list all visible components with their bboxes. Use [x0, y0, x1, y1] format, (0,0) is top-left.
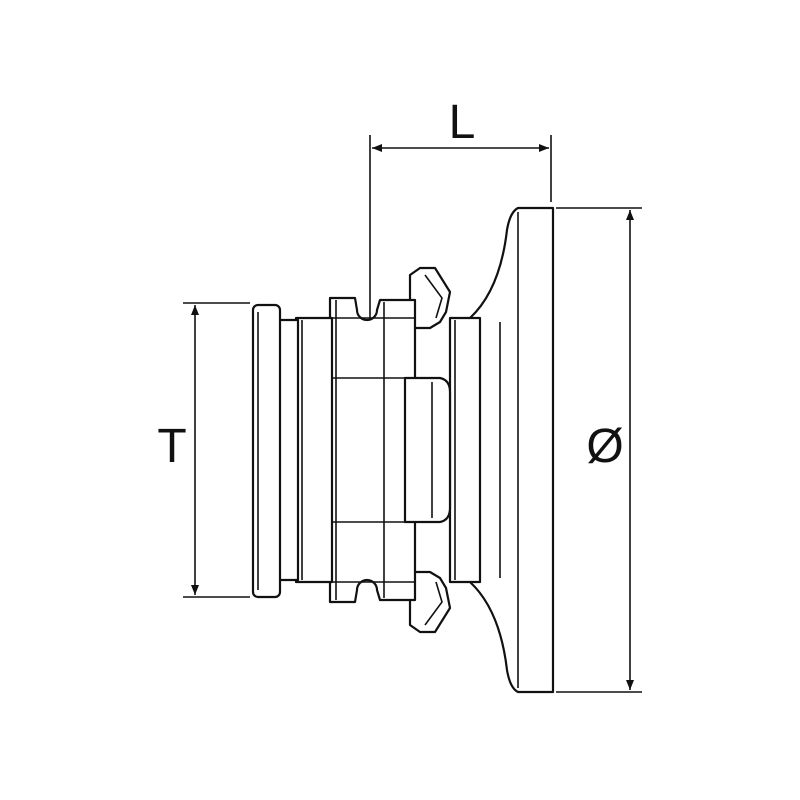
- lug-top: [408, 266, 452, 330]
- label-thread: T: [157, 420, 186, 473]
- neck: [448, 316, 482, 584]
- center-boss: [403, 376, 452, 524]
- label-length: L: [449, 96, 476, 149]
- label-diameter: Ø: [586, 420, 623, 473]
- lug-bottom: [408, 570, 452, 634]
- dimension-thread: T: [157, 302, 250, 598]
- body-ring: [328, 296, 417, 604]
- dimension-length: L: [369, 96, 552, 318]
- end-ring: [251, 303, 282, 599]
- dimension-diameter: Ø: [556, 207, 642, 693]
- flange: [468, 206, 555, 694]
- thread-section: [276, 316, 334, 584]
